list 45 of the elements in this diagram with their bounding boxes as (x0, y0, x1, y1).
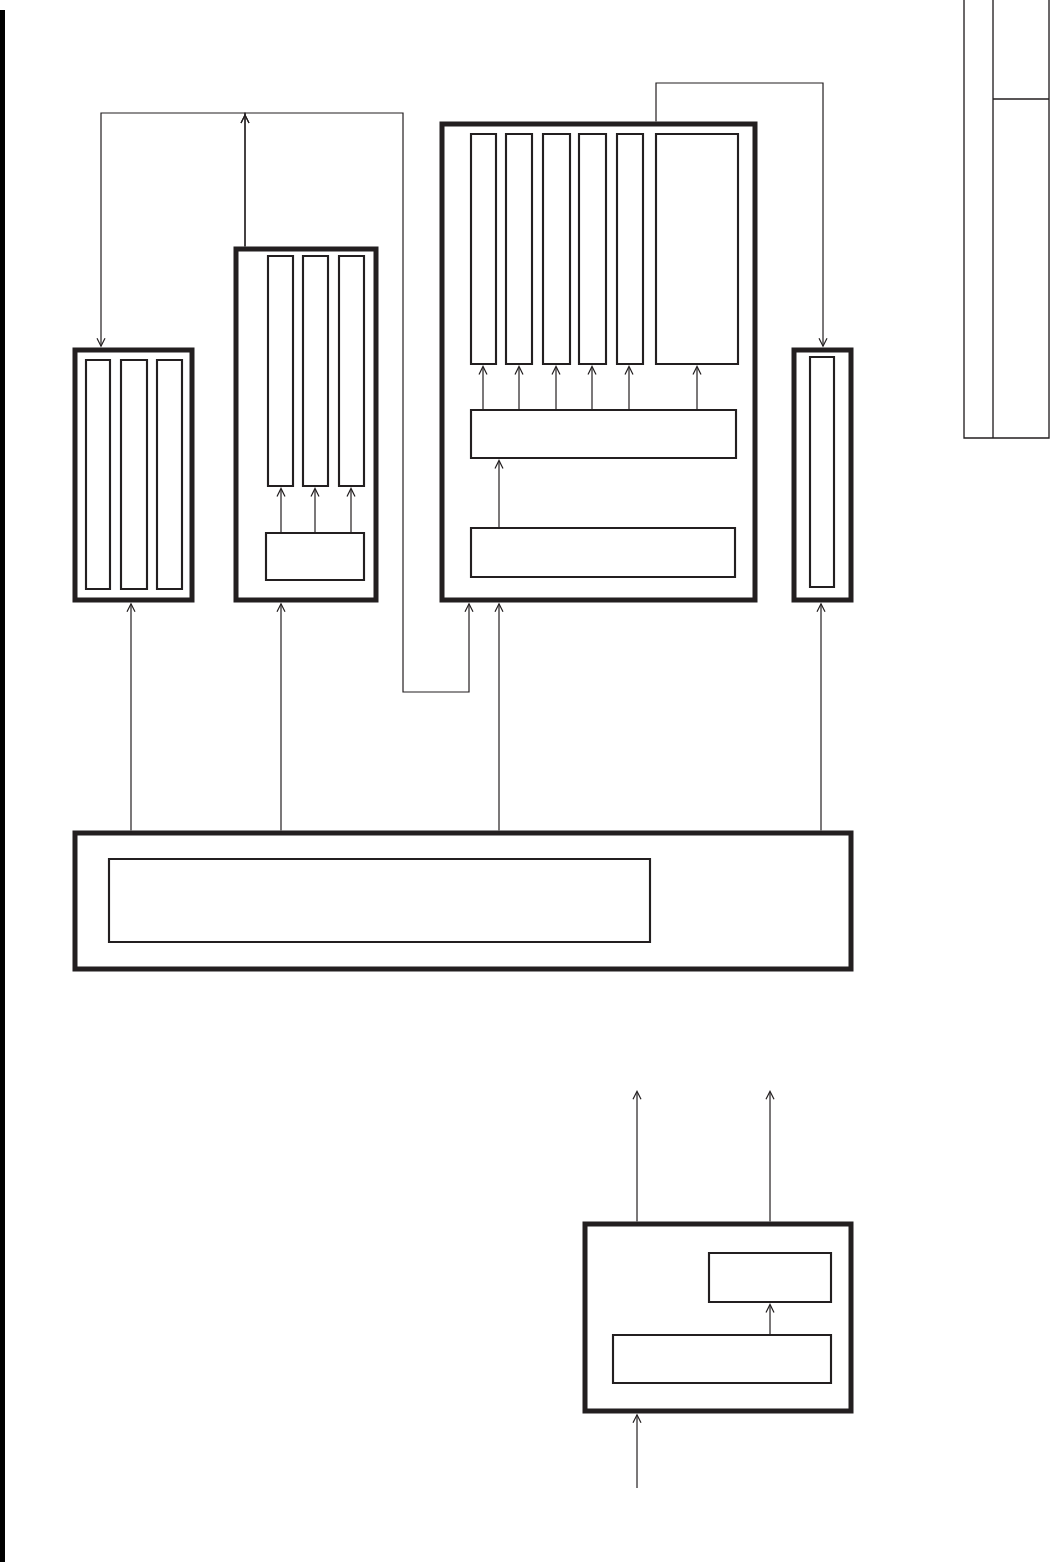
inner-box (707, 1251, 833, 1304)
bar (654, 132, 740, 366)
arrow (514, 365, 524, 410)
bar (808, 355, 836, 589)
arrow (310, 487, 320, 533)
inner-box (469, 408, 738, 460)
container-box (439, 121, 758, 603)
container-box (233, 246, 379, 603)
arrow (765, 1303, 775, 1335)
arrow (276, 602, 286, 832)
arrow (816, 602, 826, 832)
arrow (346, 487, 356, 533)
arrow (765, 1090, 775, 1223)
inner-box (611, 1333, 833, 1385)
arrow (632, 1413, 642, 1489)
bar (615, 132, 645, 366)
arrow (655, 82, 828, 348)
container-box (72, 347, 195, 603)
arrow (551, 365, 561, 410)
bar (84, 358, 112, 591)
bar (337, 254, 366, 488)
container-box (791, 347, 854, 603)
arrow (624, 365, 634, 410)
bar (119, 358, 149, 591)
arrow (632, 1090, 642, 1223)
bar (469, 132, 498, 366)
inner-box (264, 531, 366, 582)
bar (541, 132, 572, 366)
inner-box (469, 526, 737, 579)
bar (301, 254, 330, 488)
bar (266, 254, 295, 488)
bar (155, 358, 184, 591)
arrow (692, 365, 702, 410)
arrow (240, 112, 474, 693)
arrow (494, 602, 504, 832)
container-box (72, 830, 854, 972)
arrow (494, 459, 504, 528)
bar (504, 132, 534, 366)
arrow (276, 487, 286, 533)
arrow (126, 602, 136, 832)
inner-box (107, 857, 652, 944)
container-box (582, 1221, 854, 1414)
bar (577, 132, 608, 366)
arrow (478, 365, 488, 410)
arrow (587, 365, 597, 410)
